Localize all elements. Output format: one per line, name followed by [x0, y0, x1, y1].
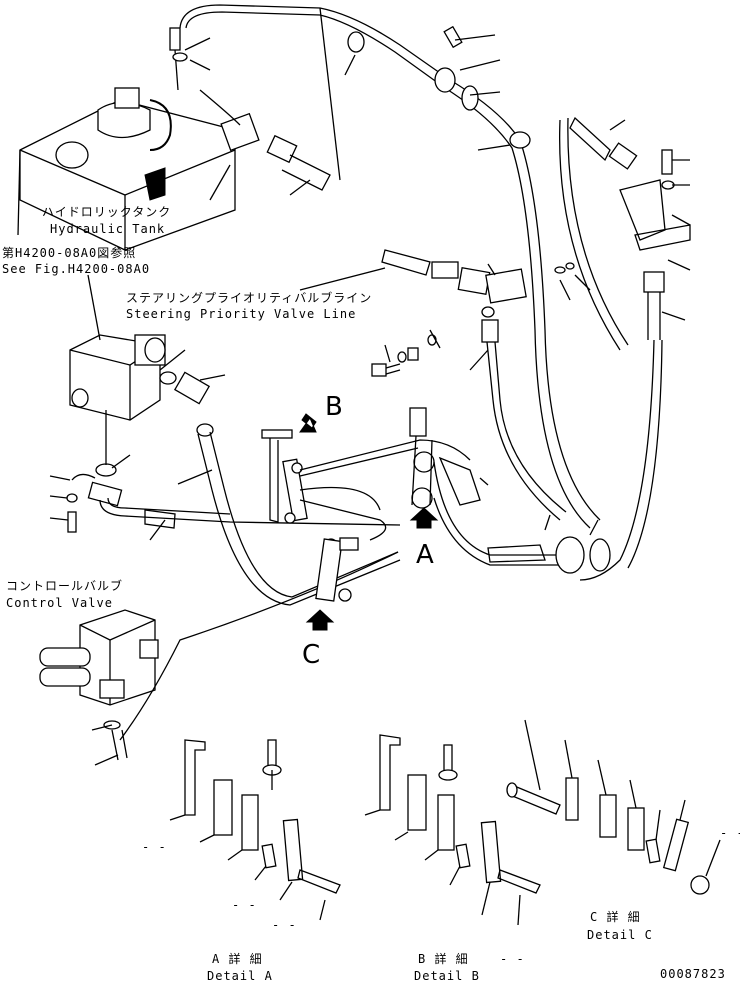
- leader-lines: [17, 34, 691, 766]
- steering-line-label-en: Steering Priority Valve Line: [126, 307, 357, 321]
- dash-mark-2: - -: [232, 898, 257, 912]
- callout-b: B: [325, 392, 343, 422]
- steering-fitting: [381, 249, 575, 521]
- clamp-a: [409, 407, 611, 574]
- arrow-a: [409, 507, 439, 529]
- detail-c-label-jp: C 詳 細: [590, 910, 641, 924]
- drawing-number: 00087823: [660, 967, 726, 981]
- control-valve: [39, 609, 159, 761]
- center-hoses: [119, 423, 401, 741]
- callout-a: A: [416, 540, 434, 570]
- steering-line-label-jp: ステアリングプライオリティバルブライン: [126, 291, 373, 305]
- control-valve-label-jp: コントロールバルブ: [6, 579, 124, 593]
- hydraulic-tank-label-en: Hydraulic Tank: [50, 222, 166, 236]
- dash-mark-5: - -: [720, 826, 740, 840]
- hydraulic-tank: [19, 87, 236, 251]
- control-valve-label-en: Control Valve: [6, 596, 113, 610]
- right-hose-bracket: [558, 116, 691, 581]
- bracket-b-assembly: [261, 429, 471, 541]
- arrow-c: [305, 609, 335, 631]
- reference-label-en: See Fig.H4200-08A0: [2, 262, 151, 276]
- dash-mark-1: - -: [142, 840, 167, 854]
- tank-fittings: [169, 27, 331, 191]
- upper-clamps: [347, 25, 531, 149]
- dash-mark-3: - -: [272, 918, 297, 932]
- detail-b-label-jp: B 詳 細: [418, 952, 469, 966]
- dash-mark-4: - -: [500, 952, 525, 966]
- detail-c-parts: [506, 719, 721, 895]
- detail-a-label-jp: A 詳 細: [212, 952, 263, 966]
- detail-b-parts: [364, 734, 541, 926]
- detail-a-label-en: Detail A: [207, 969, 273, 983]
- priority-valve-block: [69, 334, 211, 477]
- detail-b-label-en: Detail B: [414, 969, 480, 983]
- detail-a-parts: [169, 739, 341, 921]
- arrow-b: [299, 413, 317, 433]
- clamp-c: [315, 537, 359, 602]
- reference-label-jp: 第H4200-08A0図参照: [2, 246, 137, 260]
- left-small-parts: [66, 473, 401, 533]
- hydraulic-tank-label-jp: ハイドロリックタンク: [42, 205, 172, 219]
- callout-c: C: [302, 640, 321, 670]
- middle-bolt: [371, 334, 437, 377]
- detail-c-label-en: Detail C: [587, 928, 653, 942]
